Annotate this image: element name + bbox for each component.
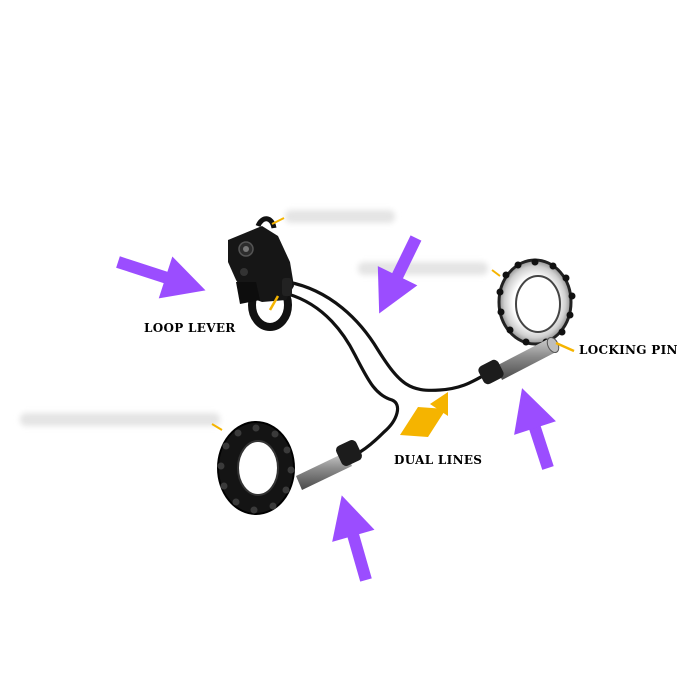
purple-arrow-icon bbox=[116, 256, 206, 299]
label-loop-lever: LOOP LEVER bbox=[144, 321, 236, 335]
yellow-arrow-icon bbox=[271, 217, 285, 225]
label-locking-pin: LOCKING PIN bbox=[579, 343, 678, 357]
purple-arrow-icon bbox=[514, 388, 556, 470]
lever-cable-port bbox=[282, 278, 292, 296]
yellow-arrow-icon bbox=[491, 269, 501, 277]
cable-lower bbox=[286, 292, 400, 454]
left-ring-assembly bbox=[217, 421, 362, 515]
right-ring-inner bbox=[515, 275, 561, 333]
hidden-label-top bbox=[285, 210, 395, 223]
lever-screw bbox=[240, 268, 248, 276]
lever-knob-inner bbox=[243, 246, 249, 252]
loop-lever-assembly bbox=[228, 216, 294, 331]
purple-arrow-icon bbox=[332, 495, 375, 582]
left-ring-inner bbox=[237, 440, 279, 496]
lever-arm bbox=[236, 282, 260, 304]
left-locking-pin-barrel bbox=[296, 440, 362, 490]
yellow-arrow-icon bbox=[430, 392, 448, 416]
yellow-arrow-icon bbox=[268, 295, 280, 311]
right-locking-pin-barrel bbox=[478, 337, 560, 385]
hidden-label-left bbox=[20, 413, 220, 426]
purple-arrow-icon bbox=[377, 235, 422, 314]
yellow-arrow-icon bbox=[555, 341, 575, 353]
dual-lines-cables bbox=[286, 280, 494, 454]
right-ring-assembly bbox=[478, 258, 576, 385]
hidden-label-right bbox=[358, 262, 488, 275]
purple-arrows bbox=[116, 235, 556, 582]
cable-upper bbox=[286, 280, 494, 392]
yellow-pointers bbox=[211, 217, 575, 437]
label-dual-lines: DUAL LINES bbox=[394, 453, 483, 467]
yellow-arrow-icon bbox=[400, 407, 446, 437]
hidden-label-blurs bbox=[20, 210, 488, 426]
lever-hook bbox=[255, 216, 277, 229]
yellow-arrow-icon bbox=[211, 423, 223, 431]
left-ring-studs bbox=[217, 424, 295, 514]
